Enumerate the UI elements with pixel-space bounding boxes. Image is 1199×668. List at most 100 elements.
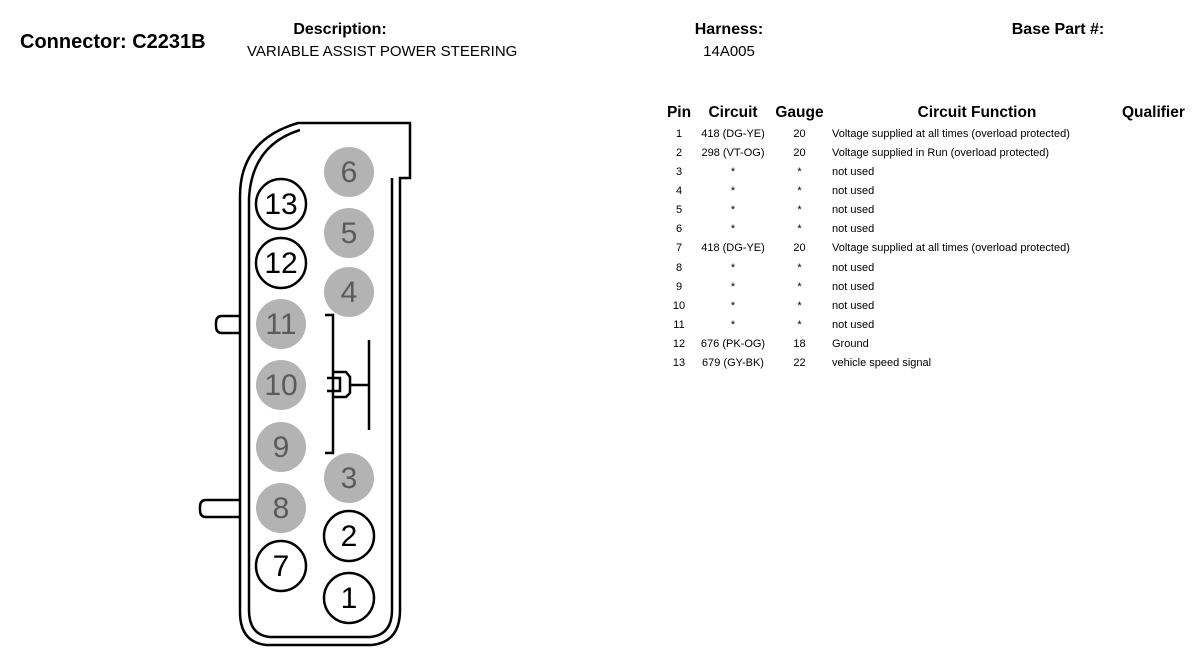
cell-function: not used (832, 299, 875, 312)
cell-circuit: * (730, 204, 736, 217)
pin-label: 9 (273, 431, 290, 464)
cell-circuit: * (730, 280, 736, 293)
connector-pin-12: 12 (254, 236, 308, 290)
cell-gauge: 20 (793, 127, 806, 140)
cell-qualifier (1122, 258, 1185, 277)
description-value: VARIABLE ASSIST POWER STEERING (247, 43, 518, 60)
cell-function: not used (832, 223, 875, 236)
base-part-label: Base Part #: (1011, 21, 1105, 38)
pin-label: 10 (264, 369, 297, 402)
harness-value: 14A005 (703, 43, 755, 60)
table-header-row: Pin Circuit Gauge Circuit Function Quali… (663, 102, 1185, 124)
pin-circle (322, 571, 376, 625)
cell-function: vehicle speed signal (832, 357, 932, 370)
pin-circle (256, 299, 306, 349)
connector-pin-8: 8 (256, 483, 306, 533)
cell-qualifier (1122, 239, 1185, 258)
cell-qualifier (1122, 335, 1185, 354)
table-row: 13 679 (GY-BK) 22 vehicle speed signal (663, 354, 1185, 373)
cell-function: not used (832, 165, 875, 178)
connector-pin-6: 6 (324, 147, 374, 197)
pin-label: 2 (341, 520, 358, 553)
cell-pin: 13 (672, 357, 686, 370)
cell-gauge: * (797, 261, 802, 274)
pin-circle (324, 267, 374, 317)
pin-circle (322, 509, 376, 563)
cell-qualifier (1122, 354, 1185, 373)
pin-label: 12 (264, 247, 297, 280)
cell-qualifier (1122, 296, 1185, 315)
cell-function: not used (832, 280, 875, 293)
pin-circle (256, 360, 306, 410)
connector-pin-9: 9 (256, 422, 306, 472)
table-row: 5**not used (663, 201, 1185, 220)
cell-pin: 3 (675, 165, 683, 178)
pin-label: 5 (341, 217, 358, 250)
cell-gauge: 22 (793, 357, 806, 370)
connector-pin-1: 1 (322, 571, 376, 625)
cell-circuit: 676 (PK-OG) (700, 338, 766, 351)
cell-function: Voltage supplied at all times (overload … (832, 127, 1070, 140)
cell-pin: 10 (672, 299, 686, 312)
pin-circle (254, 177, 308, 231)
pin-label: 4 (341, 276, 358, 309)
cell-qualifier (1122, 201, 1185, 220)
pin-label: 8 (273, 492, 290, 525)
header-function: Circuit Function (917, 104, 1037, 121)
cell-gauge: * (797, 184, 802, 197)
cell-circuit: 418 (DG-YE) (701, 242, 765, 255)
connector-pin-10: 10 (256, 360, 306, 410)
pin-label: 1 (341, 582, 358, 615)
cell-circuit: 679 (GY-BK) (702, 357, 764, 370)
pin-label: 6 (341, 156, 358, 189)
cell-circuit: 418 (DG-YE) (701, 127, 765, 140)
table-row: 10**not used (663, 296, 1185, 315)
cell-function: not used (832, 318, 875, 331)
cell-gauge: * (797, 280, 802, 293)
cell-gauge: 20 (793, 242, 806, 255)
table-row: 1 418 (DG-YE) 20 Voltage supplied at all ti… (663, 124, 1185, 143)
cell-pin: 1 (675, 127, 683, 140)
cell-circuit: * (730, 318, 736, 331)
cell-qualifier (1122, 162, 1185, 181)
pin-circle (254, 236, 308, 290)
cell-function: Ground (832, 338, 869, 351)
cell-gauge: * (797, 223, 802, 236)
cell-function: not used (832, 184, 875, 197)
cell-qualifier (1122, 124, 1185, 143)
cell-pin: 11 (673, 318, 685, 331)
pin-label: 3 (341, 462, 358, 495)
pin-circle (324, 147, 374, 197)
connector-pin-11: 11 (256, 299, 306, 349)
cell-function: Voltage supplied in Run (overload protec… (832, 146, 1050, 159)
connector-pin-7: 7 (254, 539, 308, 593)
cell-circuit: * (730, 184, 736, 197)
cell-gauge: * (797, 299, 802, 312)
header-qualifier: Qualifier (1122, 104, 1185, 121)
connector-pin-5: 5 (324, 208, 374, 258)
pin-circle (324, 208, 374, 258)
table-row: 6**not used (663, 220, 1185, 239)
cell-function: not used (832, 261, 875, 274)
header-gauge: Gauge (775, 104, 824, 121)
connector-title: Connector: C2231B (20, 31, 206, 53)
pin-circle (256, 483, 306, 533)
cell-gauge: * (797, 165, 802, 178)
cell-qualifier (1122, 220, 1185, 239)
cell-pin: 12 (672, 338, 686, 351)
header-pin: Pin (666, 104, 692, 121)
connector-pin-4: 4 (324, 267, 374, 317)
cell-function: Voltage supplied at all times (overload … (832, 242, 1070, 255)
connector-pin-2: 2 (322, 509, 376, 563)
cell-pin: 9 (675, 280, 683, 293)
table-row: 8**not used (663, 258, 1185, 277)
header-circuit: Circuit (708, 104, 758, 121)
harness-label: Harness: (694, 21, 764, 38)
table-row: 9 * * not used (663, 277, 1185, 296)
cell-gauge: * (797, 204, 802, 217)
pin-table: Pin Circuit Gauge Circuit Function Quali… (663, 102, 1185, 373)
